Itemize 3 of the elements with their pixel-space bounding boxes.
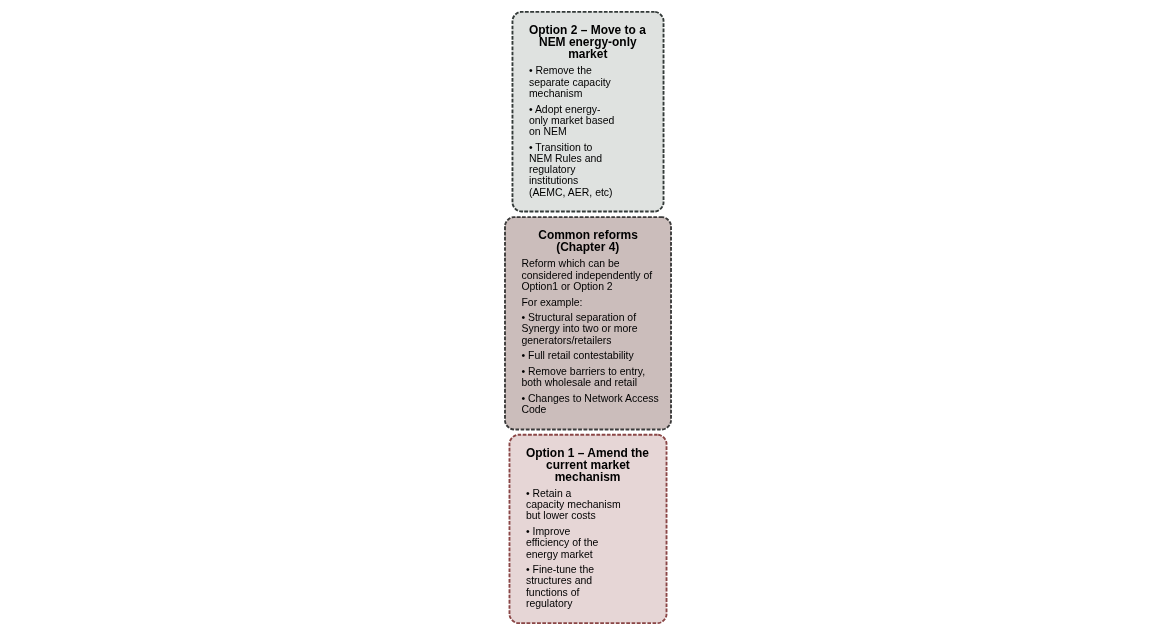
node-box: Common reforms (Chapter 4) Reform which can be considered independently of Option1 or Option 2 For example: • Structural separation of Synergy into two or more generators/retailers • Full retail contestability • Remove barriers to entry, both wholesale and retail • Changes to Network Access Code xyxy=(504,216,672,431)
node-box: Option 2 – Move to a NEM energy-only market • Remove the separate capacity mechanism • Adopt energy-only market based on NEM • Transition to NEM Rules and regulatory institutions (AEMC, AER, etc) xyxy=(511,10,665,213)
node-box: Option 1 – Amend the current market mechanism • Retain a capacity mechanism but lower costs • Improve efficiency of the energy market • Fine-tune the structures and functions of regulatory xyxy=(508,433,668,625)
